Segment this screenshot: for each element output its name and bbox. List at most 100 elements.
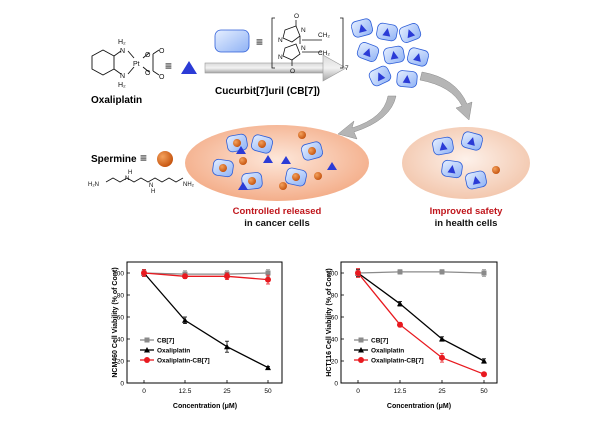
series-line <box>143 272 269 369</box>
data-point <box>224 343 230 350</box>
legend-label: CB[7] <box>371 338 388 345</box>
cb7-cartoon-icon <box>214 29 250 53</box>
x-tick-label: 12.5 <box>179 388 192 395</box>
y-tick-label: 20 <box>331 359 339 366</box>
cancer-cell-contents <box>212 131 337 190</box>
arrow-to-cancer-icon <box>337 95 397 140</box>
cb7-structure <box>271 17 344 69</box>
data-point <box>265 270 271 276</box>
cb7-atom: N <box>278 54 283 61</box>
data-point <box>439 269 445 275</box>
spermine-ball-icon <box>157 151 173 167</box>
healthy-cell-contents <box>432 131 500 190</box>
cb7-atom: N <box>278 37 283 44</box>
oxaliplatin-label: Oxaliplatin <box>91 95 142 106</box>
data-point <box>481 358 487 364</box>
data-point <box>481 371 487 378</box>
spermine-atom: N <box>149 183 153 189</box>
legend-marker <box>358 347 364 353</box>
oxaliplatin-structure <box>91 49 160 76</box>
oxa-atom: N <box>120 73 125 80</box>
series-line <box>357 272 485 375</box>
spermine-chain <box>105 177 184 183</box>
oxa-atom: N <box>120 48 125 55</box>
complex-cluster <box>350 18 430 88</box>
cb7-atom: O <box>294 13 299 20</box>
healthy-caption-line2: in health cells <box>435 218 498 229</box>
cb7-atom: N <box>301 45 306 52</box>
equiv-symbol: ≡ <box>256 35 263 49</box>
data-point <box>355 270 361 276</box>
spermine-atom: H₂N <box>88 182 99 188</box>
x-tick-label: 50 <box>480 388 488 395</box>
y-tick-label: 60 <box>331 315 339 322</box>
data-point <box>265 364 271 371</box>
x-tick-label: 12.5 <box>394 388 407 395</box>
spermine-atom: N <box>125 176 129 182</box>
data-point <box>439 354 445 361</box>
spermine-label: Spermine <box>91 154 137 165</box>
oxaliplatin-atoms: H₂ N N H₂ Pt O O O O <box>118 39 165 89</box>
spermine-atom: H <box>151 189 155 195</box>
oxaliplatin-triangle-icon <box>181 61 197 74</box>
data-point <box>397 300 403 307</box>
y-tick-label: 0 <box>334 381 338 388</box>
legend-label: Oxaliplatin <box>371 348 404 355</box>
y-tick-label: 100 <box>113 271 124 278</box>
cb7-atom: O <box>290 68 295 75</box>
x-tick-label: 0 <box>142 388 146 395</box>
y-tick-label: 0 <box>120 381 124 388</box>
x-axis-label: Concentration (μM) <box>173 403 237 410</box>
cb7-atom: CH₂ <box>318 50 330 57</box>
cancer-caption-line2: in cancer cells <box>244 218 309 229</box>
cb7-subscript: 7 <box>345 65 349 72</box>
y-tick-label: 20 <box>117 359 125 366</box>
series-line <box>143 272 269 275</box>
legend-label: Oxaliplatin-CB[7] <box>371 358 424 365</box>
spermine-atom: H <box>128 170 132 176</box>
y-tick-label: 40 <box>117 337 125 344</box>
healthy-caption-line1: Improved safety <box>430 206 504 217</box>
oxa-atom: O <box>145 52 151 59</box>
data-point <box>397 269 403 275</box>
cb7-atom: N <box>301 27 306 34</box>
legend-label: Oxaliplatin <box>157 348 190 355</box>
series-line <box>143 272 269 281</box>
scheme-illustration: H₂ N N H₂ Pt O O O O Oxaliplatin ≡ ≡ O N… <box>88 13 530 229</box>
data-point <box>224 273 230 280</box>
data-point <box>182 273 188 280</box>
data-point <box>481 270 487 276</box>
legend-marker <box>144 337 150 343</box>
x-tick-label: 25 <box>438 388 446 395</box>
y-tick-label: 80 <box>331 293 339 300</box>
oxa-atom: O <box>159 74 165 81</box>
series-line <box>357 271 485 274</box>
legend-marker <box>144 347 150 353</box>
y-axis-label: NCM460 Cell Viability (% of Cont) <box>112 267 119 377</box>
cb7-label: Cucurbit[7]uril (CB[7]) <box>215 86 320 97</box>
legend-marker <box>358 357 364 363</box>
y-tick-label: 100 <box>327 271 338 278</box>
legend-marker <box>358 337 364 343</box>
data-point <box>182 317 188 323</box>
data-point <box>141 270 147 276</box>
y-tick-label: 60 <box>117 315 125 322</box>
oxa-atom: H₂ <box>118 39 126 46</box>
plot-frame <box>340 261 498 384</box>
y-axis-label: HCT116 Cell Viability (% of Cont) <box>326 268 333 376</box>
cancer-caption-line1: Controlled released <box>233 206 322 217</box>
oxa-atom: H₂ <box>118 82 126 89</box>
data-point <box>265 276 271 283</box>
complexation-arrow <box>204 54 347 82</box>
cb7-atoms: O N N CH₂ N N CH₂ O 7 <box>278 13 349 75</box>
oxa-atom: O <box>145 70 151 77</box>
oxa-atom: Pt <box>133 61 140 68</box>
y-tick-label: 40 <box>331 337 339 344</box>
oxa-atom: O <box>159 48 165 55</box>
equiv-symbol: ≡ <box>140 151 147 165</box>
y-tick-label: 80 <box>117 293 125 300</box>
spermine-atom: NH₂ <box>183 182 195 188</box>
